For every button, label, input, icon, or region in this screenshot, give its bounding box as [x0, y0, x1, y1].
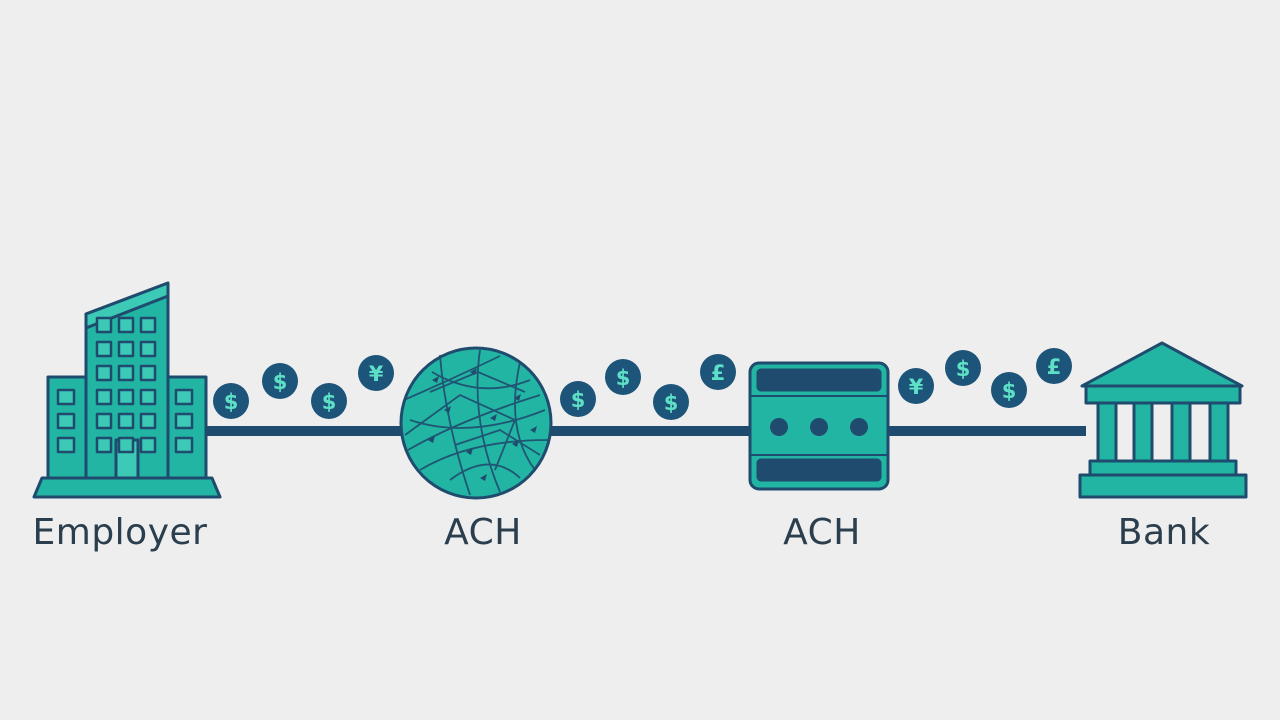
network-node [490, 414, 497, 421]
building-window [95, 412, 113, 430]
building-window [139, 412, 157, 430]
currency-coin-icon: $ [560, 381, 596, 417]
network-node [470, 368, 477, 375]
building-window [95, 316, 113, 334]
employer-label: Employer [32, 512, 208, 553]
building-window [117, 412, 135, 430]
currency-coin-icon: £ [700, 354, 736, 390]
building-window [139, 388, 157, 406]
building-window [56, 388, 76, 406]
building-window [95, 436, 113, 454]
building-window [139, 436, 157, 454]
bank-building-icon [1078, 341, 1248, 499]
building-window [117, 340, 135, 358]
currency-coin-icon: ¥ [898, 368, 934, 404]
globe-network-icon [399, 346, 553, 500]
currency-symbol: $ [571, 388, 586, 412]
currency-coin-icon: $ [653, 384, 689, 420]
ach-processor-label: ACH [783, 512, 861, 553]
currency-symbol: £ [1047, 355, 1062, 379]
building-window [174, 388, 194, 406]
currency-symbol: $ [273, 370, 288, 394]
building-window [117, 364, 135, 382]
building-window [117, 316, 135, 334]
building-window [139, 340, 157, 358]
currency-symbol: $ [224, 390, 239, 414]
building-window [139, 364, 157, 382]
currency-coin-icon: $ [605, 359, 641, 395]
currency-symbol: ¥ [909, 375, 924, 399]
server-box-icon [748, 361, 890, 491]
building-window [95, 340, 113, 358]
ach-network-label: ACH [444, 512, 522, 553]
building-window [56, 436, 76, 454]
currency-coin-icon: £ [1036, 348, 1072, 384]
currency-symbol: ¥ [369, 362, 384, 386]
currency-symbol: $ [1002, 379, 1017, 403]
network-node [512, 440, 519, 447]
currency-symbol: $ [322, 390, 337, 414]
currency-coin-icon: $ [945, 350, 981, 386]
building-window [174, 436, 194, 454]
building-window [174, 412, 194, 430]
network-node [480, 474, 487, 481]
network-node [432, 376, 439, 383]
currency-coin-icon: ¥ [358, 355, 394, 391]
building-window [139, 316, 157, 334]
currency-symbol: £ [711, 361, 726, 385]
coin-stream: $ $ $ ¥ $ $ $ £ ¥ $ $ £ [213, 348, 1072, 420]
building-window [117, 436, 135, 454]
network-node [428, 436, 435, 443]
office-building-icon [32, 281, 222, 499]
currency-coin-icon: $ [991, 372, 1027, 408]
network-node [530, 426, 537, 433]
currency-coin-icon: $ [311, 383, 347, 419]
network-node [466, 448, 473, 455]
currency-symbol: $ [956, 357, 971, 381]
currency-symbol: $ [664, 391, 679, 415]
currency-coin-icon: $ [213, 383, 249, 419]
currency-coin-icon: $ [262, 363, 298, 399]
building-window [95, 364, 113, 382]
building-window [117, 388, 135, 406]
network-node [444, 406, 451, 413]
building-window [56, 412, 76, 430]
building-window [95, 388, 113, 406]
network-node [514, 394, 521, 401]
currency-symbol: $ [616, 366, 631, 390]
bank-label: Bank [1117, 512, 1211, 553]
